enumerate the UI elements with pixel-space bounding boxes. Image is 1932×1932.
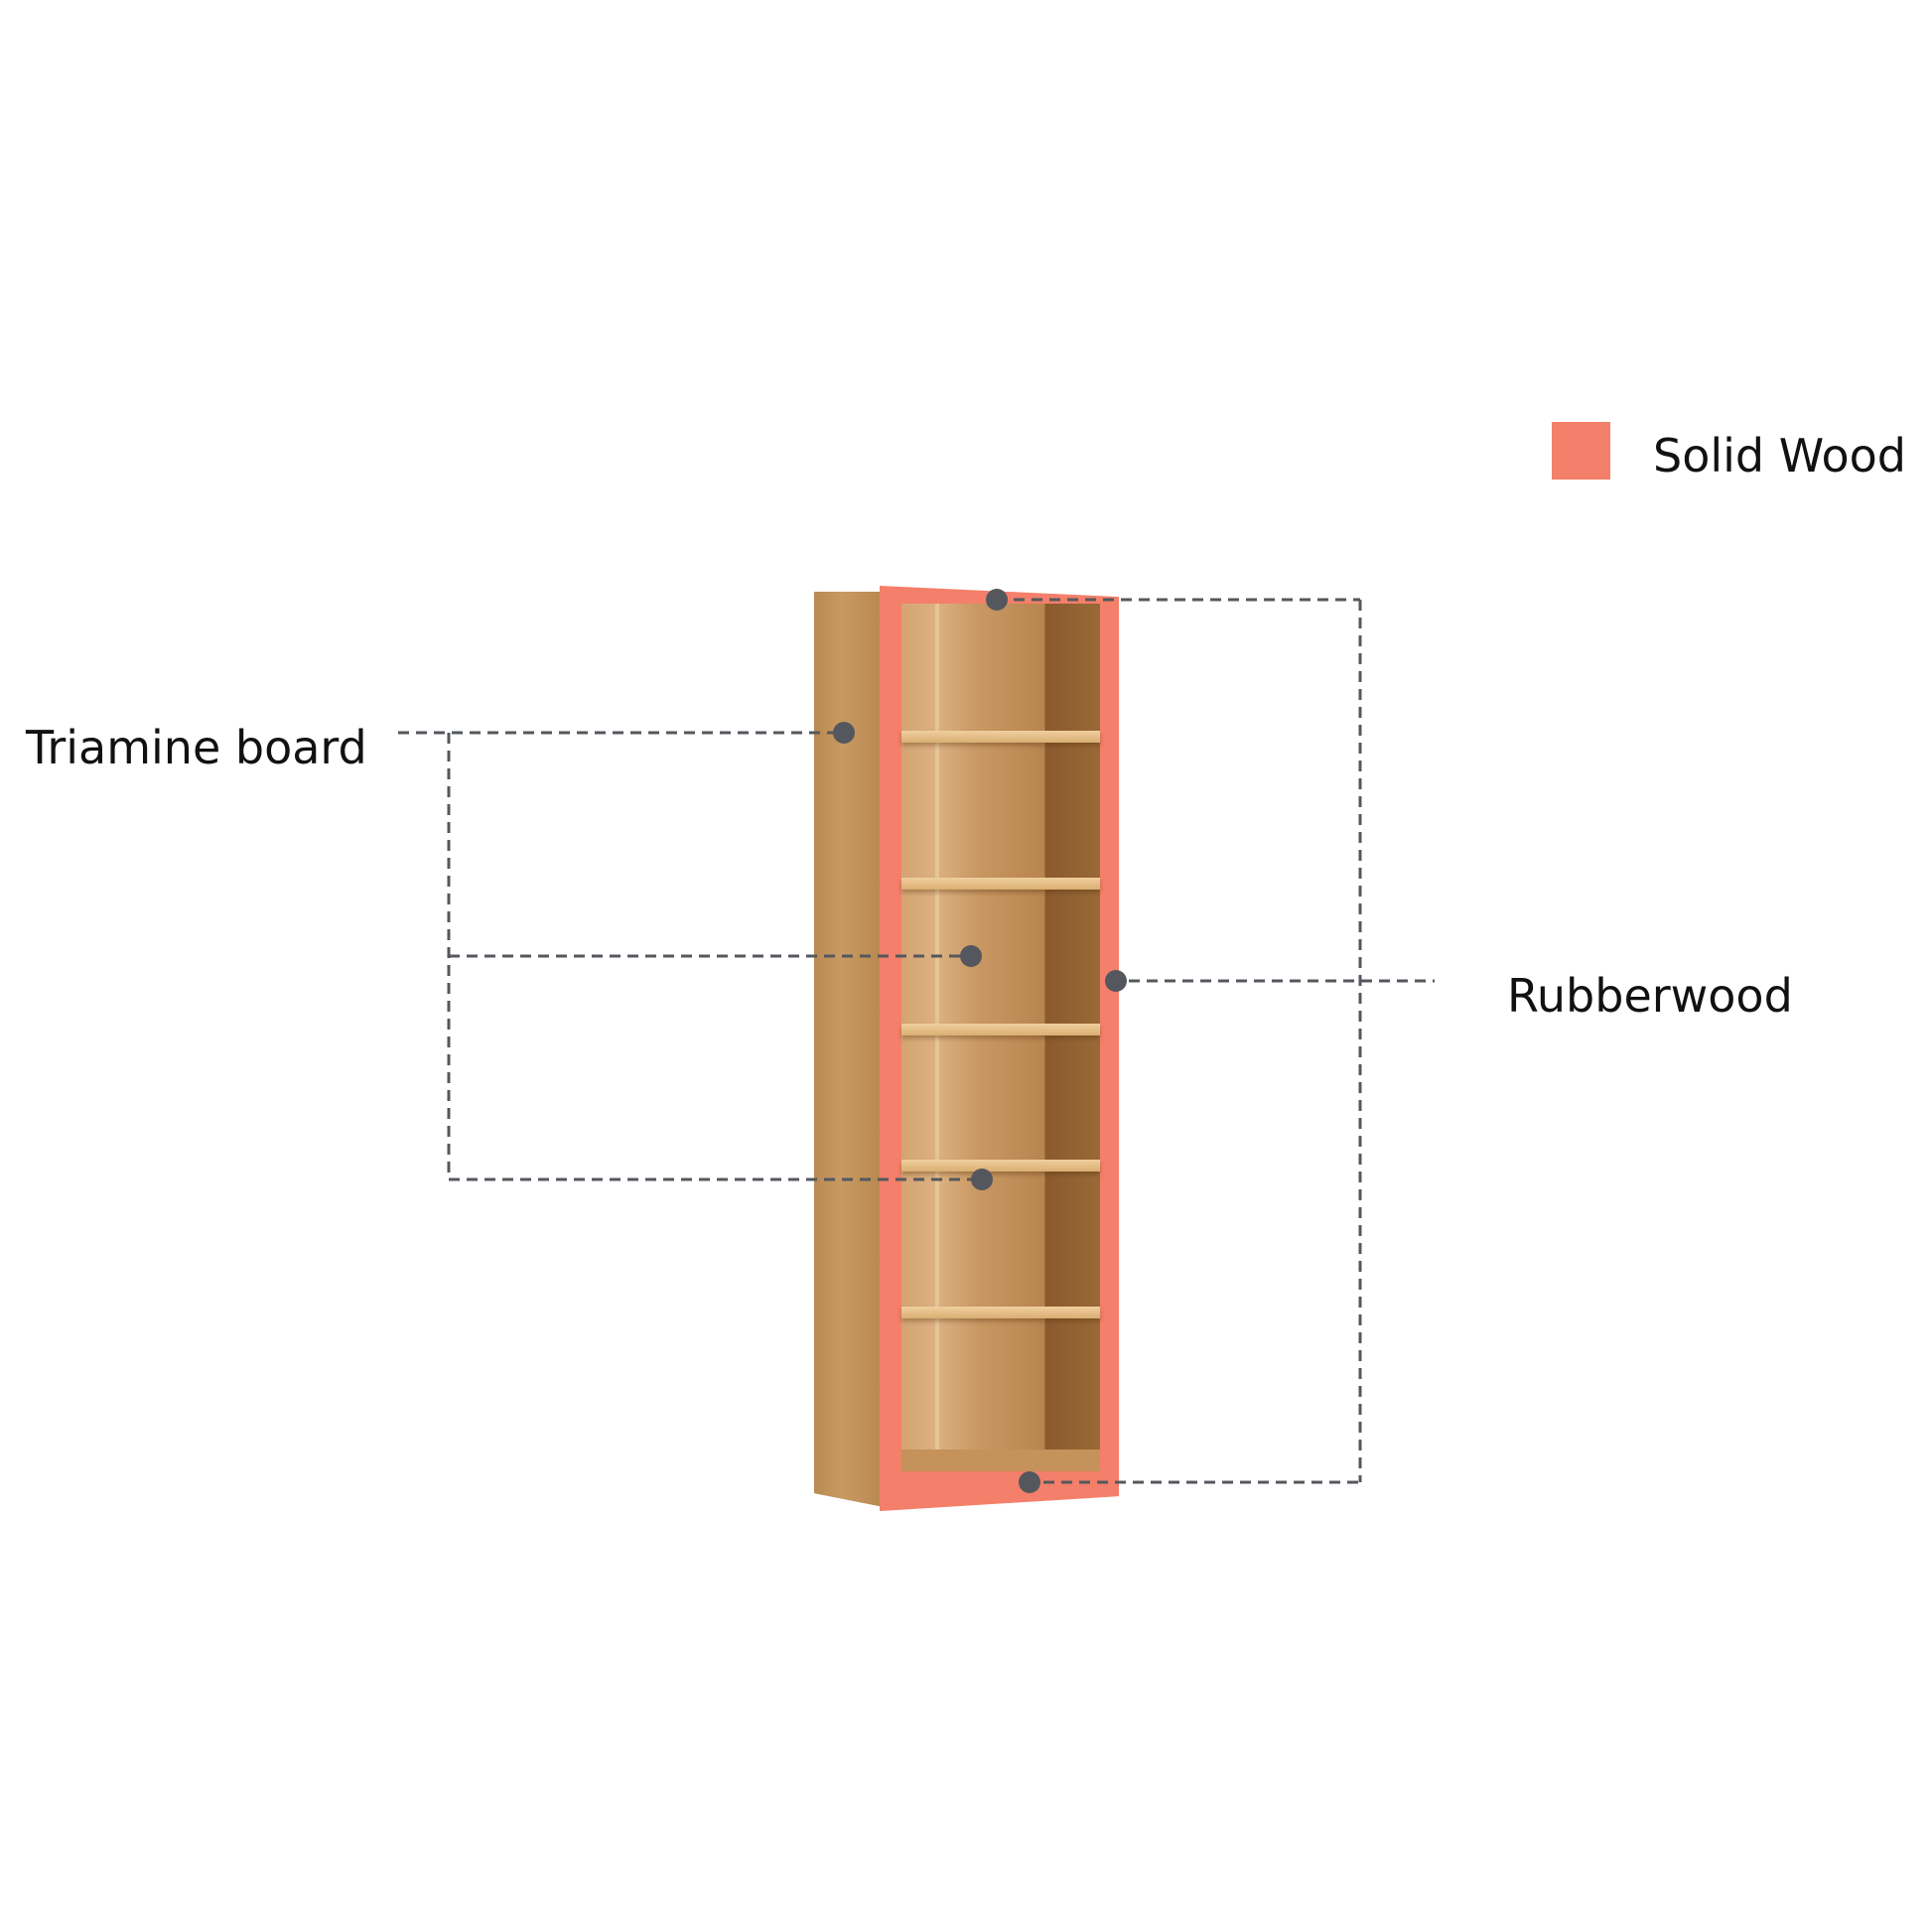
side-panel-triamine xyxy=(814,592,884,1507)
callout-dot-side-panel xyxy=(833,722,855,744)
callout-dot-right-frame xyxy=(1105,970,1127,992)
callout-dot-top-frame xyxy=(986,589,1008,611)
shelf-4 xyxy=(901,1160,1100,1172)
callout-label-rubberwood: Rubberwood xyxy=(1507,969,1793,1023)
legend-label-solid-wood: Solid Wood xyxy=(1653,429,1906,483)
back-panel-seam xyxy=(935,604,939,1471)
shelf-2 xyxy=(901,878,1100,890)
callout-dot-back-panel xyxy=(960,945,982,967)
shelf-3 xyxy=(901,1024,1100,1035)
shelf-1 xyxy=(901,731,1100,743)
callout-dot-bottom-frame xyxy=(1019,1471,1040,1493)
callout-dot-shelf xyxy=(971,1169,993,1190)
front-frame xyxy=(880,586,1119,1511)
legend-swatch-solid-wood xyxy=(1552,422,1610,480)
shelf-interior xyxy=(901,604,1100,1471)
callout-label-triamine-board: Triamine board xyxy=(26,721,367,774)
bottom-board xyxy=(901,1449,1100,1471)
shelf-5 xyxy=(901,1307,1100,1318)
